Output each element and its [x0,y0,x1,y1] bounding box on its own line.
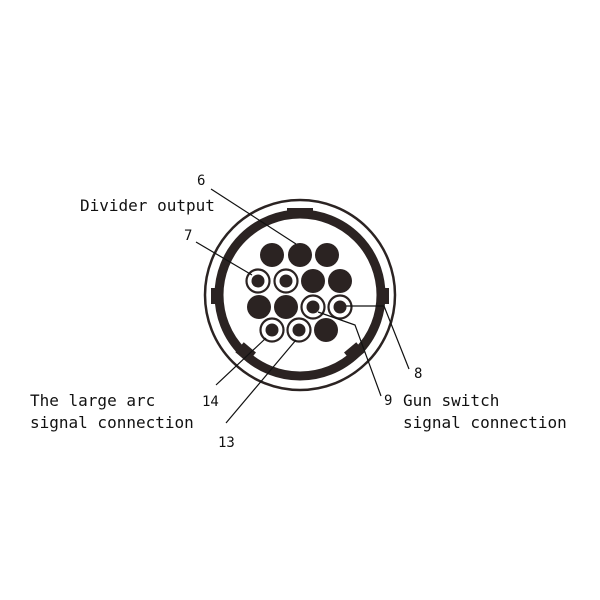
pin-solid [328,269,352,293]
pin-7 [245,268,271,294]
pin-number-6: 6 [197,173,205,189]
pin-13 [286,317,312,343]
pin-solid [260,243,284,267]
connector-key-ring [211,208,389,381]
pin-solid [247,295,271,319]
pin-14 [259,317,285,343]
pin-number-8: 8 [414,366,422,382]
leader-line-13 [225,339,297,424]
label-large-arc-line1: The large arc [30,391,155,410]
pin-number-14: 14 [202,394,219,410]
connector-outer-shell [203,198,397,392]
leader-line-8 [346,305,410,370]
pin-8 [327,294,353,320]
pin-solid [315,243,339,267]
label-large-arc-line2: signal connection [30,413,194,432]
leader-line-7 [195,241,253,276]
pin-number-13: 13 [218,435,235,451]
leader-line-6 [210,188,297,245]
pin-9 [300,294,326,320]
label-gun-switch-line1: Gun switch [403,391,499,410]
pin-ringed [273,268,299,294]
label-divider-output: Divider output [80,196,215,215]
leader-line-9 [317,311,382,397]
pin-solid [301,269,325,293]
pin-solid [274,295,298,319]
pin-6 [288,243,312,267]
pin-number-9: 9 [384,393,392,409]
pin-number-7: 7 [184,228,192,244]
leader-line-14 [215,337,267,386]
label-gun-switch-line2: signal connection [403,413,567,432]
pin-solid [314,318,338,342]
